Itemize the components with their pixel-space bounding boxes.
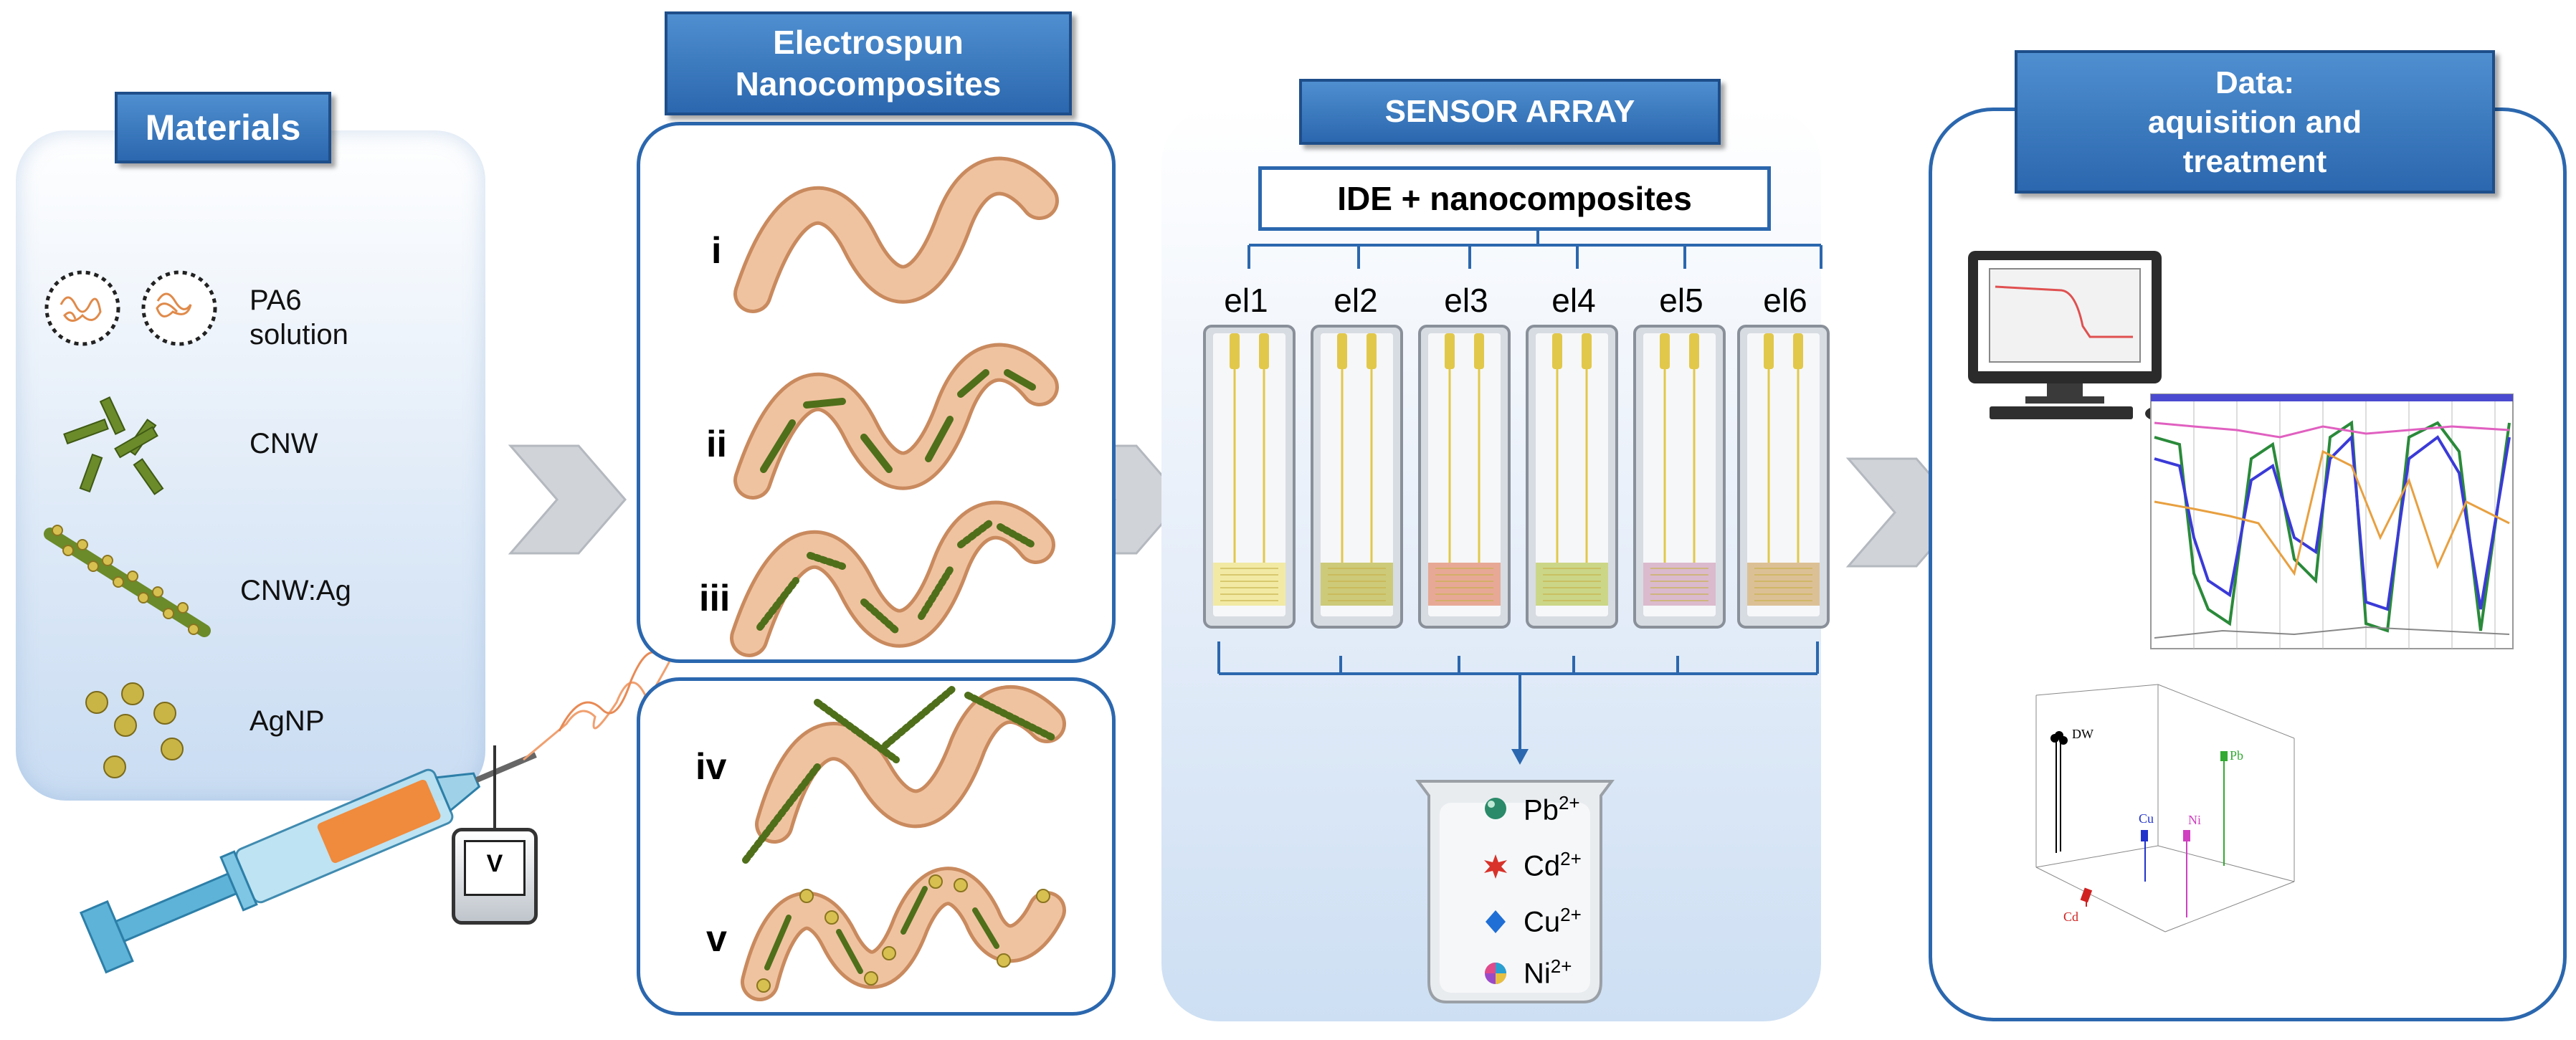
materials-header: Materials	[115, 92, 331, 163]
electrospun-title-line2: Nanocomposites	[735, 65, 1002, 102]
electrode-3	[1418, 325, 1511, 629]
ion-ni: Ni2+	[1524, 955, 1572, 990]
pa6-solution-icon	[44, 270, 217, 346]
fiber-label-ii: ii	[706, 424, 727, 465]
pca-label-cd: Cd	[2063, 910, 2078, 924]
top-bracket	[1247, 229, 1822, 269]
ide-label: IDE + nanocomposites	[1337, 180, 1692, 217]
ion-cu-symbol: Cu	[1524, 906, 1561, 938]
ion-cu-charge: 2+	[1560, 904, 1582, 925]
ion-cd-charge: 2+	[1560, 848, 1582, 869]
ion-cd: Cd2+	[1524, 848, 1582, 882]
fiber-ii	[733, 343, 1059, 500]
agnp-icon	[85, 682, 184, 778]
bottom-bracket	[1217, 641, 1819, 765]
el1-label: el1	[1224, 282, 1268, 319]
el5-label: el5	[1659, 282, 1703, 319]
electrode-4	[1526, 325, 1618, 629]
electrode-6	[1737, 325, 1830, 629]
electrode-5	[1633, 325, 1726, 629]
ion-pb-charge: 2+	[1558, 792, 1580, 814]
voltmeter-symbol: V	[464, 840, 526, 896]
ion-cu: Cu2+	[1524, 904, 1582, 938]
fiber-i	[733, 156, 1059, 313]
data-title-line1: Data:	[2215, 65, 2295, 100]
pa6-label-line1: PA6	[249, 285, 302, 316]
pb-icon	[1485, 798, 1506, 819]
electrospun-header: Electrospun Nanocomposites	[665, 11, 1072, 115]
fiber-label-v: v	[706, 918, 727, 960]
cnw-label: CNW	[249, 428, 318, 459]
fiber-label-iv: iv	[695, 746, 727, 788]
pca-label-dw: DW	[2072, 727, 2093, 741]
fiber-v	[741, 867, 1066, 1001]
el6-label: el6	[1763, 282, 1807, 319]
pca-label-pb: Pb	[2230, 748, 2243, 763]
syringe-icon	[79, 752, 537, 974]
el3-label: el3	[1444, 282, 1488, 319]
ide-label-box: IDE + nanocomposites	[1258, 166, 1771, 231]
response-plot	[2150, 393, 2514, 649]
ion-pb: Pb2+	[1524, 792, 1580, 826]
electrode-1	[1203, 325, 1296, 629]
pa6-label-line2: solution	[249, 319, 348, 350]
sensor-array-header: SENSOR ARRAY	[1299, 79, 1721, 145]
el4-label: el4	[1551, 282, 1596, 319]
pca-plot: DW Cu Ni Pb Cd	[2035, 684, 2295, 932]
materials-title: Materials	[145, 108, 301, 148]
electrode-array	[1203, 325, 1830, 629]
data-title-line2: aquisition and	[2147, 104, 2362, 140]
fiber-iii	[730, 500, 1055, 657]
fiber-label-i: i	[711, 230, 722, 272]
fiber-iv	[742, 684, 1066, 864]
data-header: Data: aquisition and treatment	[2015, 50, 2495, 194]
fiber-label-iii: iii	[699, 578, 731, 619]
pca-label-ni: Ni	[2188, 813, 2201, 827]
voltmeter: V	[452, 828, 538, 925]
electrospun-title-line1: Electrospun	[773, 24, 964, 61]
cnw-ag-icon	[44, 525, 211, 637]
electrode-2	[1311, 325, 1403, 629]
ion-cd-symbol: Cd	[1524, 850, 1561, 882]
computer-icon	[1968, 251, 2171, 421]
ni-icon	[1485, 963, 1506, 984]
voltmeter-wire	[493, 745, 496, 830]
cu-icon	[1486, 910, 1506, 933]
cnw-icon	[63, 396, 164, 495]
beaker-icon	[1415, 780, 1615, 1003]
agnp-label: AgNP	[249, 705, 325, 737]
el2-label: el2	[1334, 282, 1378, 319]
data-title-line3: treatment	[2182, 143, 2327, 179]
pca-label-cu: Cu	[2139, 811, 2154, 826]
ion-pb-symbol: Pb	[1524, 794, 1559, 826]
sensor-array-title: SENSOR ARRAY	[1384, 94, 1635, 129]
cnw-ag-label: CNW:Ag	[240, 575, 351, 606]
ion-ni-charge: 2+	[1550, 955, 1572, 977]
ion-ni-symbol: Ni	[1524, 958, 1551, 990]
cd-icon	[1484, 854, 1507, 879]
arrow-icon-1	[508, 444, 627, 555]
